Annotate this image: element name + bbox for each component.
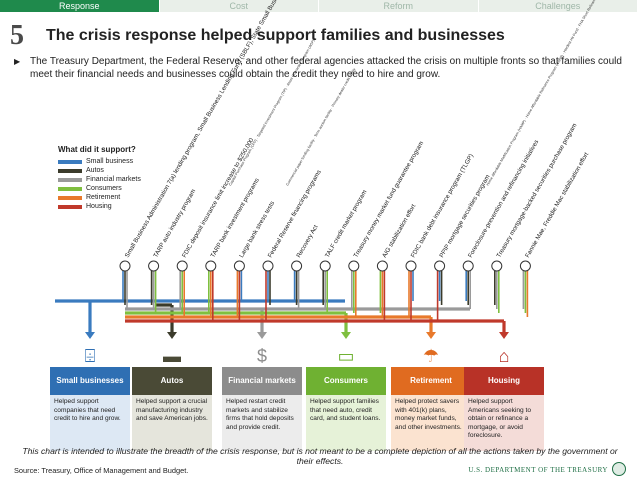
money-bag-icon: $ [256, 346, 267, 366]
legend-swatch [58, 204, 82, 209]
program-node [519, 260, 531, 272]
outcome-description: Helped support families that need auto, … [306, 395, 386, 451]
legend-swatch [58, 186, 82, 191]
treasury-seal-icon [612, 462, 626, 476]
program-node [491, 260, 503, 272]
program-node [148, 260, 160, 272]
source-note: Source: Treasury, Office of Management a… [14, 466, 189, 475]
program-label: TARP bank investment programs [209, 177, 260, 259]
legend-label: Autos [86, 167, 104, 174]
house-icon: ⌂ [498, 346, 510, 366]
outcome-description: Helped support a crucial manufacturing i… [132, 395, 212, 451]
arrow-head-icon [426, 332, 436, 339]
cash-register-icon: ⌹ [84, 346, 96, 366]
triangle-bullet-icon: ▶ [14, 57, 21, 66]
outcome-title: Financial markets [222, 367, 302, 395]
intro-paragraph: ▶ The Treasury Department, the Federal R… [14, 55, 626, 81]
flow-lines [55, 271, 529, 339]
legend-swatch [58, 159, 82, 164]
program-node [462, 260, 474, 272]
legend-item: Consumers [58, 184, 208, 193]
program-label: Fannie Mae, Freddie Mac stabilization ef… [524, 151, 590, 259]
arrow-head-icon [341, 332, 351, 339]
arrow-head-icon [85, 332, 95, 339]
outcome-description: Helped support companies that need credi… [50, 395, 130, 451]
program-sub-label: Commercial paper funding facility · Term… [285, 67, 356, 186]
tab-reform[interactable]: Reform [319, 0, 479, 12]
program-label: Federal Reserve financing programs [267, 169, 323, 259]
program-label: PPIP mortgage securities program [438, 174, 491, 259]
program-node [291, 260, 303, 272]
car-icon: ▬ [163, 346, 181, 366]
legend-label: Financial markets [86, 176, 141, 183]
page-title: The crisis response helped support famil… [46, 27, 505, 44]
program-node [376, 260, 388, 272]
outcome-title: Housing [464, 367, 544, 395]
outcome-title: Consumers [306, 367, 386, 395]
legend-item: Housing [58, 202, 208, 211]
intro-text: The Treasury Department, the Federal Res… [30, 56, 622, 80]
program-label: Recovery Act [295, 224, 319, 259]
outcome-title: Retirement [391, 367, 471, 395]
program-node [205, 260, 217, 272]
arrow-head-icon [257, 332, 267, 339]
legend-item: Autos [58, 166, 208, 175]
tab-response[interactable]: Response [0, 0, 160, 12]
program-node [405, 260, 417, 272]
program-node [262, 260, 274, 272]
legend-item: Retirement [58, 193, 208, 202]
legend-label: Housing [86, 203, 112, 210]
footnote: This chart is intended to illustrate the… [22, 446, 618, 466]
outcome-title: Autos [132, 367, 212, 395]
legend-label: Small business [86, 158, 134, 165]
program-node [348, 260, 360, 272]
legend-item: Financial markets [58, 175, 208, 184]
page-header: 5 The crisis response helped support fam… [10, 20, 505, 52]
program-nodes [119, 260, 531, 272]
outcome-description: Helped protect savers with 401(k) plans,… [391, 395, 471, 451]
section-number: 5 [10, 20, 24, 51]
legend-label: Retirement [86, 194, 121, 201]
program-node [119, 260, 131, 272]
outcome-description: Helped restart credit markets and stabil… [222, 395, 302, 451]
arrow-head-icon [167, 332, 177, 339]
outcome-title: Small businesses [50, 367, 130, 395]
legend-swatch [58, 177, 82, 182]
program-node [319, 260, 331, 272]
legend-swatch [58, 168, 82, 173]
legend-label: Consumers [86, 185, 122, 192]
program-node [434, 260, 446, 272]
legend-title: What did it support? [58, 145, 136, 154]
arrow-head-icon [499, 332, 509, 339]
credit-tag-icon: ▭ [337, 346, 355, 366]
legend-item: Small business [58, 157, 208, 166]
program-node [176, 260, 188, 272]
agency-name: U.S. DEPARTMENT OF THE TREASURY [468, 466, 608, 474]
beach-icon: ☂ [422, 346, 440, 366]
tab-cost[interactable]: Cost [159, 0, 319, 12]
program-label: FDIC bank debt insurance program (TLGP) [410, 153, 475, 259]
section-tabs: Response Cost Reform Challenges [0, 0, 638, 12]
program-node [233, 260, 245, 272]
legend-swatch [58, 195, 82, 200]
outcome-description: Helped support Americans seeking to obta… [464, 395, 544, 451]
